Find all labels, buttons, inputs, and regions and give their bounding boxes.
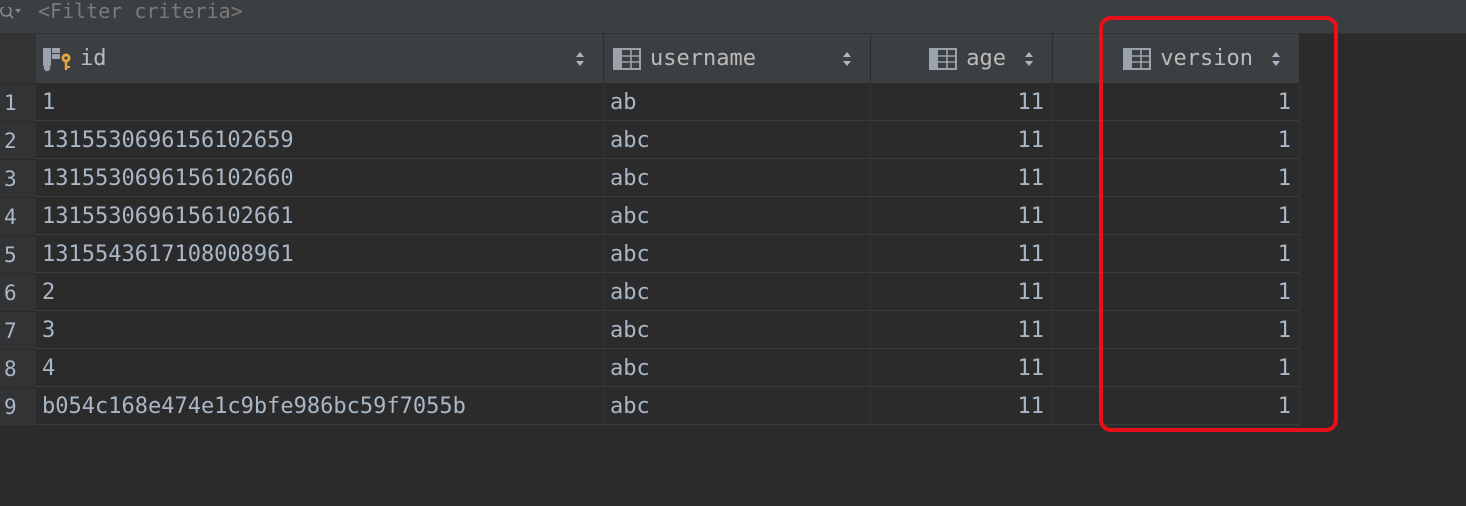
cell-id[interactable]: 1315530696156102661 bbox=[36, 198, 604, 235]
table-row[interactable]: 1 1 ab 11 1 bbox=[0, 84, 1300, 121]
sort-icon[interactable] bbox=[1271, 49, 1281, 69]
primary-key-column-icon bbox=[42, 47, 72, 71]
table-row[interactable]: 5 1315543617108008961 abc 11 1 bbox=[0, 236, 1300, 273]
row-number-header bbox=[0, 34, 36, 83]
table-row[interactable]: 6 2 abc 11 1 bbox=[0, 274, 1300, 311]
column-header-username[interactable]: username bbox=[604, 34, 871, 83]
row-number[interactable]: 9 bbox=[0, 388, 36, 425]
cell-version[interactable]: 1 bbox=[1053, 122, 1300, 159]
table-row[interactable]: 8 4 abc 11 1 bbox=[0, 350, 1300, 387]
row-number[interactable]: 4 bbox=[0, 198, 36, 235]
column-header-label: age bbox=[966, 46, 1006, 71]
cell-age[interactable]: 11 bbox=[871, 350, 1053, 387]
cell-id[interactable]: 1315530696156102659 bbox=[36, 122, 604, 159]
cell-version[interactable]: 1 bbox=[1053, 388, 1300, 425]
cell-username[interactable]: abc bbox=[604, 350, 871, 387]
cell-id[interactable]: 1315530696156102660 bbox=[36, 160, 604, 197]
cell-version[interactable]: 1 bbox=[1053, 84, 1300, 121]
column-icon bbox=[1122, 47, 1152, 71]
column-header-version[interactable]: version bbox=[1053, 34, 1300, 83]
cell-id[interactable]: b054c168e474e1c9bfe986bc59f7055b bbox=[36, 388, 604, 425]
cell-username[interactable]: abc bbox=[604, 274, 871, 311]
search-filter-icon[interactable] bbox=[0, 0, 34, 33]
table-row[interactable]: 7 3 abc 11 1 bbox=[0, 312, 1300, 349]
row-number[interactable]: 1 bbox=[0, 84, 36, 121]
cell-username[interactable]: abc bbox=[604, 198, 871, 235]
column-header-label: username bbox=[650, 46, 756, 71]
sort-icon[interactable] bbox=[575, 49, 585, 69]
column-header-label: version bbox=[1160, 46, 1253, 71]
cell-id[interactable]: 3 bbox=[36, 312, 604, 349]
cell-age[interactable]: 11 bbox=[871, 388, 1053, 425]
row-number[interactable]: 2 bbox=[0, 122, 36, 159]
cell-age[interactable]: 11 bbox=[871, 84, 1053, 121]
table-row[interactable]: 3 1315530696156102660 abc 11 1 bbox=[0, 160, 1300, 197]
row-number[interactable]: 6 bbox=[0, 274, 36, 311]
cell-version[interactable]: 1 bbox=[1053, 236, 1300, 273]
cell-version[interactable]: 1 bbox=[1053, 160, 1300, 197]
cell-username[interactable]: ab bbox=[604, 84, 871, 121]
cell-username[interactable]: abc bbox=[604, 236, 871, 273]
cell-id[interactable]: 4 bbox=[36, 350, 604, 387]
column-icon bbox=[928, 47, 958, 71]
cell-username[interactable]: abc bbox=[604, 312, 871, 349]
cell-username[interactable]: abc bbox=[604, 388, 871, 425]
table-row[interactable]: 9 b054c168e474e1c9bfe986bc59f7055b abc 1… bbox=[0, 388, 1300, 425]
sort-icon[interactable] bbox=[1024, 49, 1034, 69]
row-number[interactable]: 8 bbox=[0, 350, 36, 387]
cell-id[interactable]: 1 bbox=[36, 84, 604, 121]
row-number[interactable]: 7 bbox=[0, 312, 36, 349]
cell-age[interactable]: 11 bbox=[871, 274, 1053, 311]
cell-id[interactable]: 1315543617108008961 bbox=[36, 236, 604, 273]
sort-icon[interactable] bbox=[842, 49, 852, 69]
cell-version[interactable]: 1 bbox=[1053, 350, 1300, 387]
cell-age[interactable]: 11 bbox=[871, 122, 1053, 159]
cell-id[interactable]: 2 bbox=[36, 274, 604, 311]
column-header-age[interactable]: age bbox=[871, 34, 1053, 83]
column-icon bbox=[612, 47, 642, 71]
column-header-id[interactable]: id bbox=[36, 34, 604, 83]
cell-age[interactable]: 11 bbox=[871, 160, 1053, 197]
cell-version[interactable]: 1 bbox=[1053, 274, 1300, 311]
cell-age[interactable]: 11 bbox=[871, 236, 1053, 273]
cell-username[interactable]: abc bbox=[604, 122, 871, 159]
column-header-row: id username bbox=[0, 34, 1300, 83]
cell-age[interactable]: 11 bbox=[871, 312, 1053, 349]
table-row[interactable]: 4 1315530696156102661 abc 11 1 bbox=[0, 198, 1300, 235]
column-header-label: id bbox=[80, 46, 107, 71]
result-grid: id username bbox=[0, 34, 1466, 506]
cell-version[interactable]: 1 bbox=[1053, 198, 1300, 235]
row-number[interactable]: 3 bbox=[0, 160, 36, 197]
filter-criteria-input[interactable] bbox=[38, 0, 638, 23]
cell-username[interactable]: abc bbox=[604, 160, 871, 197]
cell-version[interactable]: 1 bbox=[1053, 312, 1300, 349]
row-number[interactable]: 5 bbox=[0, 236, 36, 273]
table-row[interactable]: 2 1315530696156102659 abc 11 1 bbox=[0, 122, 1300, 159]
filter-bar bbox=[0, 0, 1466, 34]
cell-age[interactable]: 11 bbox=[871, 198, 1053, 235]
